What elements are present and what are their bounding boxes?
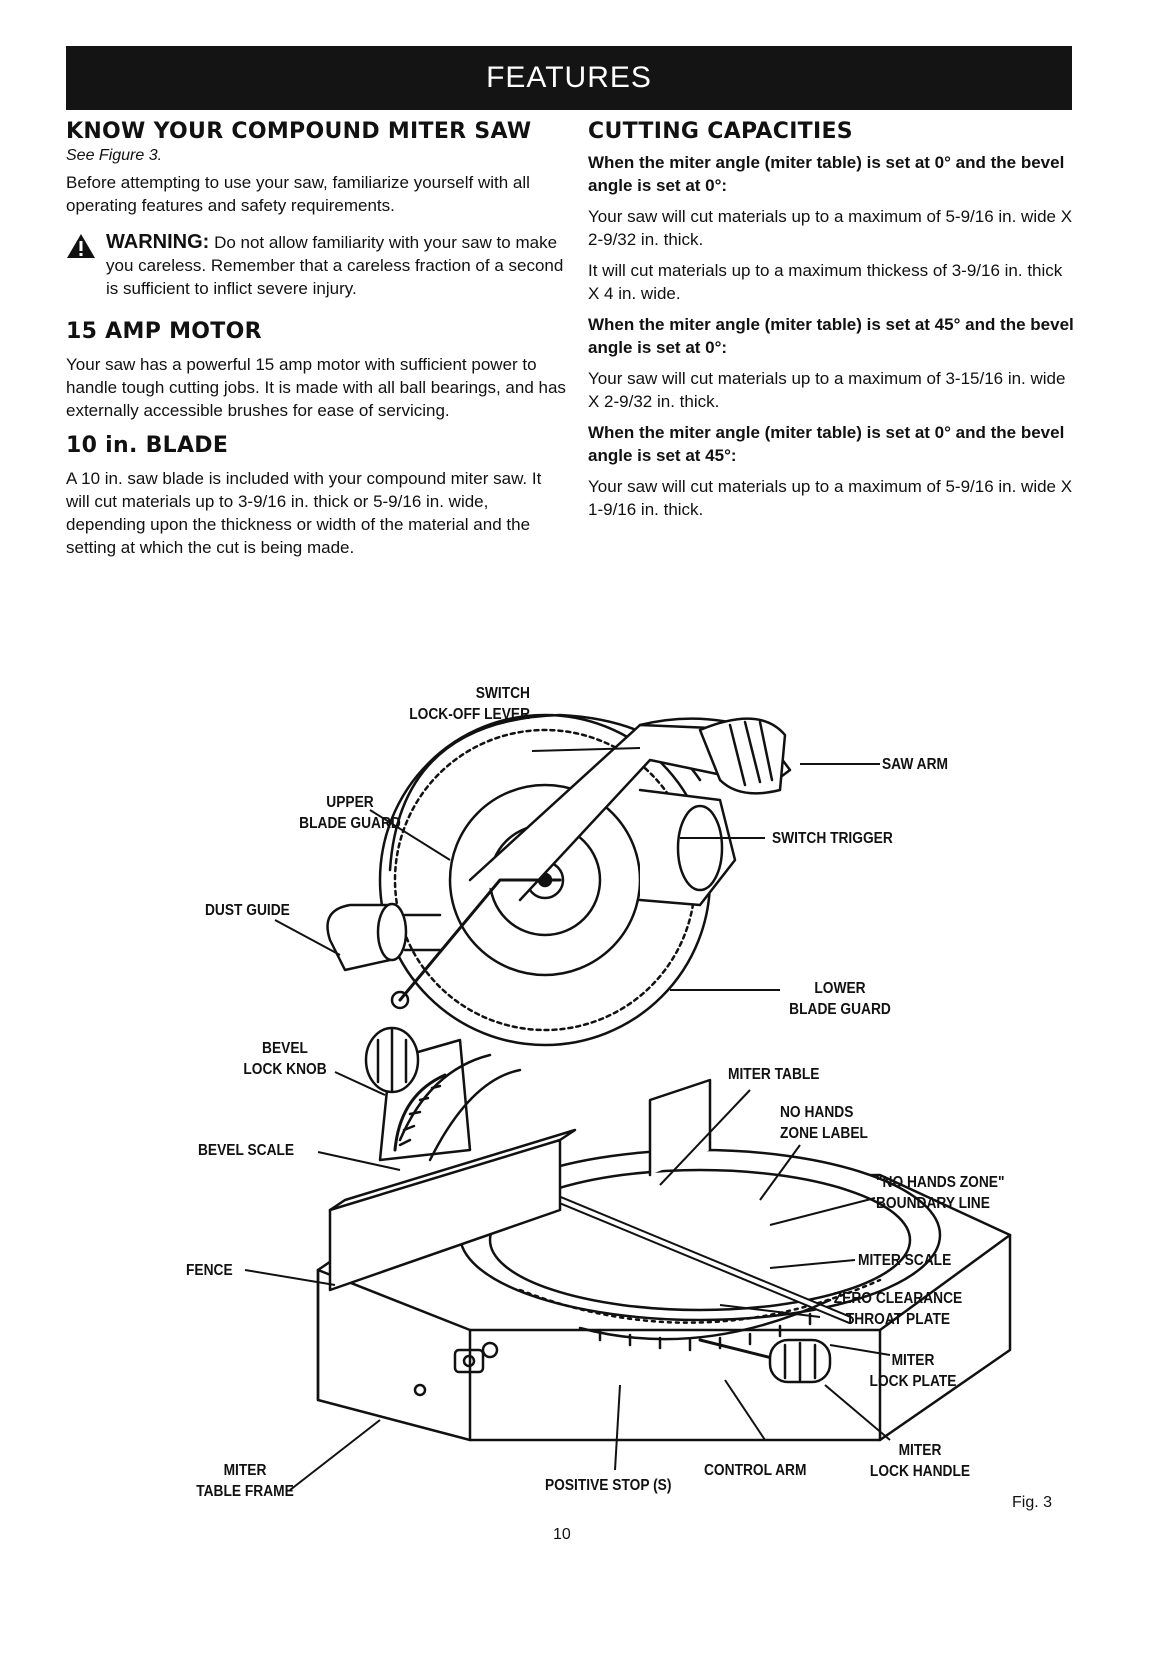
label-no-hands-zone-label: NO HANDS ZONE LABEL	[780, 1104, 868, 1142]
right-column: CUTTING CAPACITIES When the miter angle …	[588, 118, 1078, 521]
label-control-arm: CONTROL ARM	[704, 1462, 807, 1479]
warning-label: WARNING:	[106, 231, 210, 253]
condition-2: When the miter angle (miter table) is se…	[588, 315, 1074, 357]
label-switch-lock-off-lever: SWITCH LOCK-OFF LEVER	[409, 685, 530, 723]
warning-triangle-icon	[66, 231, 106, 300]
capacity-2: Your saw will cut materials up to a maxi…	[588, 369, 1066, 411]
capacity-1a: Your saw will cut materials up to a maxi…	[588, 207, 1073, 249]
warning-block: WARNING: Do not allow familiarity with y…	[66, 231, 566, 300]
heading-cutting-capacities: CUTTING CAPACITIES	[588, 119, 853, 144]
label-dust-guide: DUST GUIDE	[205, 902, 290, 919]
condition-3: When the miter angle (miter table) is se…	[588, 423, 1065, 465]
heading-amp-motor: 15 AMP MOTOR	[66, 319, 262, 344]
blade-paragraph: A 10 in. saw blade is included with your…	[66, 469, 542, 557]
label-zero-clearance-throat-plate: ZERO CLEARANCE THROAT PLATE	[833, 1290, 963, 1328]
label-bevel-lock-knob: BEVEL LOCK KNOB	[243, 1040, 327, 1078]
label-miter-scale: MITER SCALE	[858, 1252, 952, 1269]
label-switch-trigger: SWITCH TRIGGER	[772, 830, 893, 847]
label-fence: FENCE	[186, 1262, 233, 1279]
motor-paragraph: Your saw has a powerful 15 amp motor wit…	[66, 355, 566, 420]
condition-1: When the miter angle (miter table) is se…	[588, 153, 1065, 195]
features-banner: FEATURES	[66, 46, 1072, 110]
left-column: KNOW YOUR COMPOUND MITER SAW See Figure …	[66, 118, 566, 559]
intro-paragraph: Before attempting to use your saw, famil…	[66, 173, 530, 215]
capacity-3: Your saw will cut materials up to a maxi…	[588, 477, 1073, 519]
warning-text: Do not allow familiarity with your saw t…	[106, 233, 564, 298]
label-positive-stop: POSITIVE STOP (S)	[545, 1477, 672, 1494]
miter-saw-illustration	[244, 713, 1012, 1491]
heading-know-your-saw: KNOW YOUR COMPOUND MITER SAW	[66, 119, 532, 144]
banner-title: FEATURES	[486, 61, 652, 94]
label-upper-blade-guard: UPPER BLADE GUARD	[299, 794, 401, 832]
label-miter-lock-handle: MITER LOCK HANDLE	[869, 1442, 971, 1480]
heading-blade: 10 in. BLADE	[66, 433, 229, 458]
see-figure-ref: See Figure 3.	[66, 147, 163, 164]
label-miter-table-frame: MITER TABLE FRAME	[196, 1462, 294, 1500]
figure-caption: Fig. 3	[1012, 1494, 1053, 1511]
miter-saw-figure: SWITCH LOCK-OFF LEVER SAW ARM UPPER BLAD…	[0, 685, 1174, 1530]
label-no-hands-boundary-line: "NO HANDS ZONE" BOUNDARY LINE	[876, 1174, 1005, 1212]
label-miter-table: MITER TABLE	[728, 1066, 820, 1083]
label-saw-arm: SAW ARM	[882, 756, 948, 773]
capacity-1b: It will cut materials up to a maximum th…	[588, 261, 1063, 303]
page-number: 10	[553, 1526, 571, 1543]
label-bevel-scale: BEVEL SCALE	[198, 1142, 295, 1159]
label-miter-lock-plate: MITER LOCK PLATE	[869, 1352, 957, 1390]
label-lower-blade-guard: LOWER BLADE GUARD	[789, 980, 891, 1018]
